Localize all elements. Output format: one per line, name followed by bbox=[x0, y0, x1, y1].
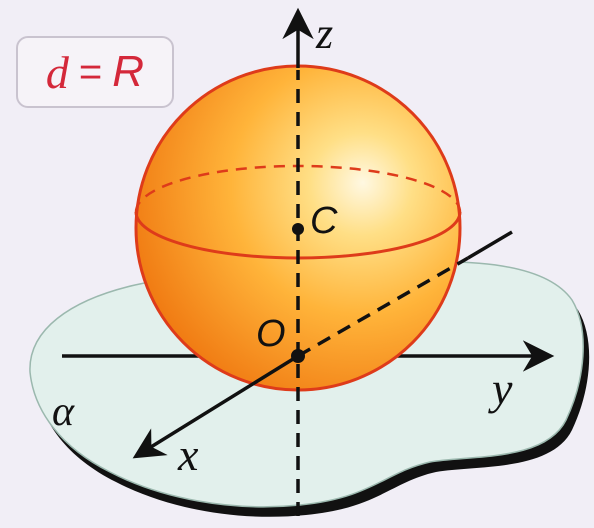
formula-rhs: R bbox=[112, 47, 145, 96]
x-axis-back-dashed bbox=[297, 256, 469, 358]
origin-point bbox=[291, 349, 305, 363]
center-label: C bbox=[310, 200, 338, 242]
x-axis-back-solid bbox=[467, 230, 513, 260]
formula-badge: d = R bbox=[16, 36, 174, 108]
center-point bbox=[292, 223, 304, 235]
formula-lhs: d bbox=[45, 46, 69, 98]
x-axis bbox=[132, 354, 299, 459]
formula-equals: = bbox=[78, 49, 103, 94]
x-axis-label: x bbox=[177, 429, 199, 480]
origin-label: O bbox=[256, 313, 286, 355]
z-axis-label: z bbox=[315, 9, 333, 58]
y-axis-label: y bbox=[488, 363, 513, 414]
plane-label: α bbox=[52, 389, 75, 435]
